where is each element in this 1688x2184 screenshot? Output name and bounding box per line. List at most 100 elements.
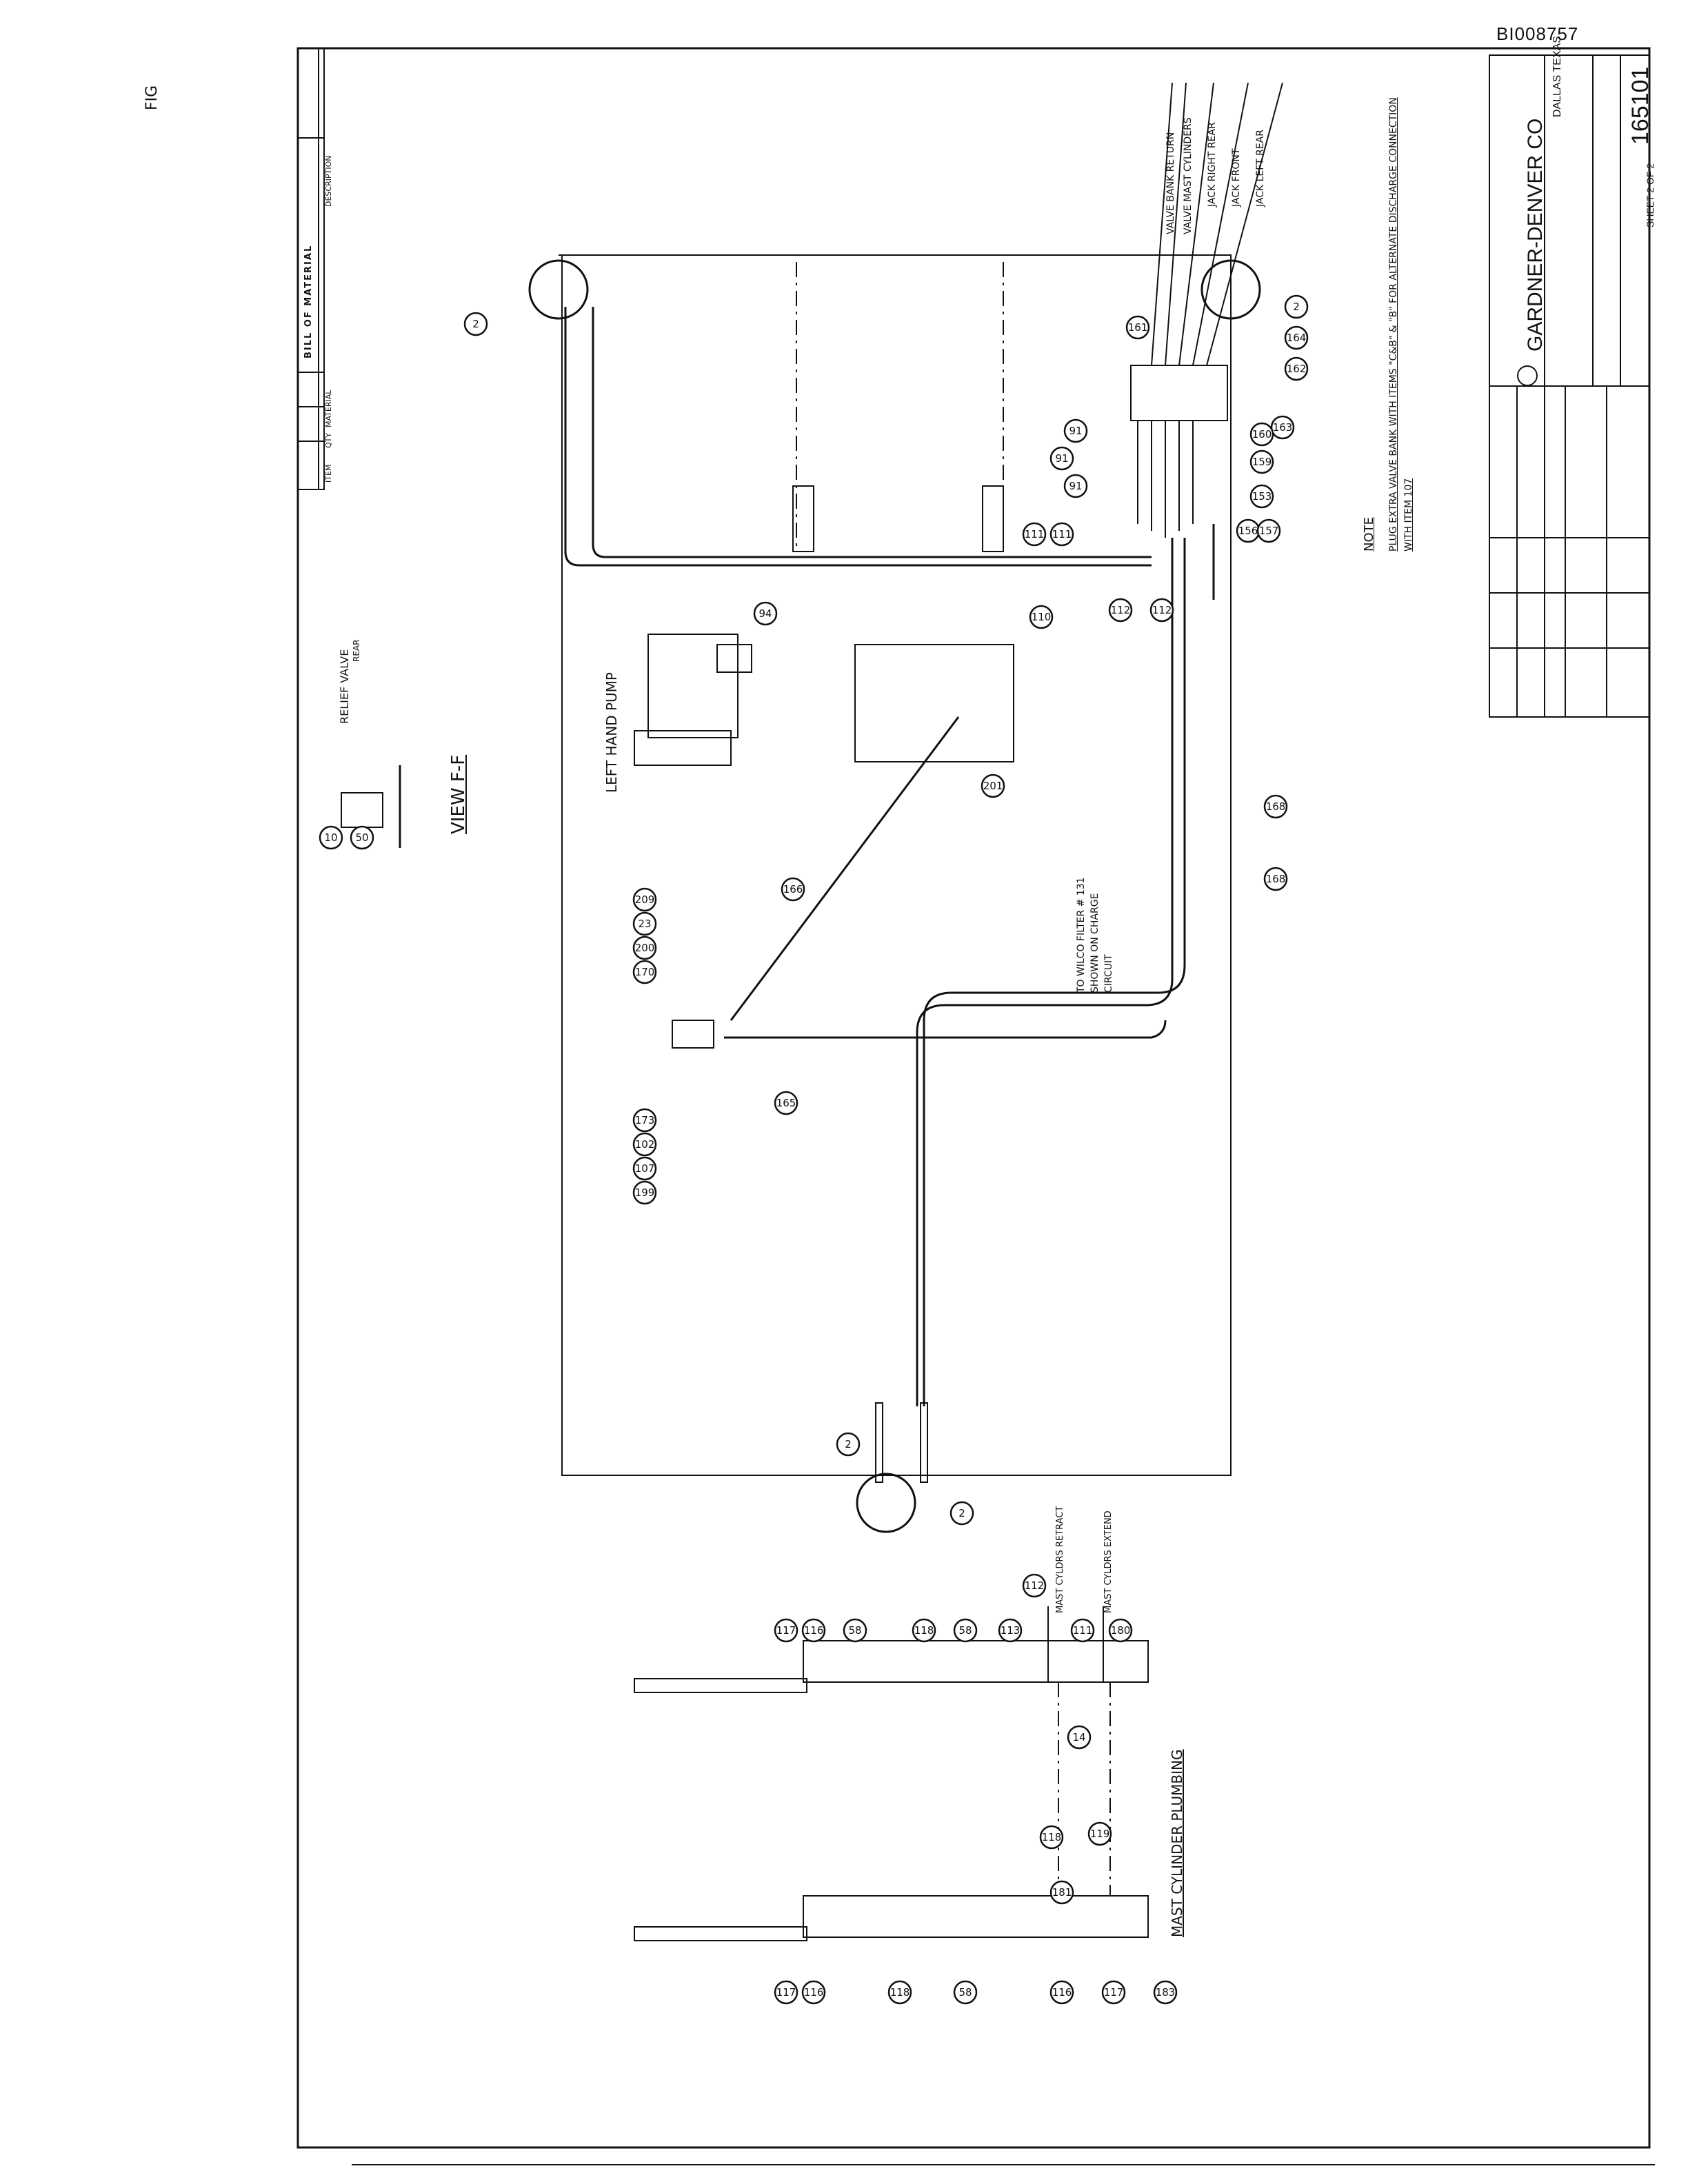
callout: 91 [1069,480,1082,492]
callout: 116 [1052,1986,1072,1999]
callout: 10 [324,831,337,844]
label-jack-front: JACK FRONT [1231,148,1242,207]
label-wilco-line2: SHOWN ON CHARGE [1089,893,1101,993]
main-frame [561,254,1232,1476]
callout: 102 [635,1138,655,1151]
callout: 164 [1287,332,1307,344]
tank-bottom [856,1473,916,1533]
callout: 183 [1156,1986,1176,1999]
callout: 112 [1152,604,1172,616]
callout: 116 [804,1624,824,1637]
label-wilco-line1: TO WILCO FILTER # 131 [1076,877,1087,993]
note-text: PLUG EXTRA VALVE BANK WITH ITEMS "C&B" &… [1388,97,1414,552]
callout: 168 [1266,800,1286,813]
tank-top-left [528,259,589,320]
callout: 173 [635,1114,655,1126]
label-jack-left-rear: JACK LEFT REAR [1255,130,1266,207]
callout: 209 [635,893,655,906]
callout: 119 [1090,1828,1110,1840]
callout: 2 [958,1507,965,1519]
callout: 58 [958,1986,972,1999]
company-city: DALLAS TEXAS [1551,36,1563,117]
callout: 112 [1111,604,1131,616]
callout: 58 [958,1624,972,1637]
callout: 163 [1273,421,1293,434]
label-valve-mast: VALVE MAST CYLINDERS [1183,117,1194,234]
callout: 162 [1287,363,1307,375]
callout: 23 [638,918,651,930]
callout: 116 [804,1986,824,1999]
drawing-number: 165101 [1627,66,1654,145]
bom-col-qty: QTY [324,432,333,448]
callout: 200 [635,942,655,954]
callout: 91 [1069,425,1082,437]
filter-box [854,644,1014,762]
callout: 94 [758,607,772,620]
callout: 107 [635,1162,655,1175]
mast-cylinder-lower [803,1895,1149,1938]
callout: 117 [1104,1986,1124,1999]
bom-col-item: ITEM [324,464,333,483]
bom-col-description: DESCRIPTION [324,155,333,207]
callout: 170 [635,966,655,978]
label-jack-right-rear: JACK RIGHT REAR [1207,122,1218,207]
label-view-ff: VIEW F-F [448,754,469,834]
callout: 153 [1252,490,1272,503]
callout: 161 [1128,321,1148,334]
bom-frame [297,48,325,490]
mast-cylinder-upper [803,1640,1149,1683]
callout: 181 [1052,1886,1072,1899]
callout: 156 [1238,525,1258,537]
callout: 199 [635,1186,655,1199]
callout: 2 [1293,301,1300,313]
callout: 2 [845,1438,852,1450]
callout: 112 [1025,1579,1045,1592]
callout: 201 [983,780,1003,792]
tank-top-right [1200,259,1261,320]
note-heading: NOTE [1362,516,1376,552]
callout: 168 [1266,873,1286,885]
valve-assembly [672,1020,714,1049]
callout: 113 [1001,1624,1021,1637]
relief-valve [341,792,383,828]
callout: 157 [1259,525,1279,537]
drawing-border [297,47,1651,2149]
label-valve-bank-return: VALVE BANK RETURN [1165,132,1176,234]
callout: 111 [1052,528,1072,540]
callout: 160 [1252,428,1272,441]
document-id: BI008757 [1496,23,1579,44]
callout: 14 [1072,1731,1085,1743]
callout: 2 [472,318,479,330]
company-name: GARDNER-DENVER CO [1524,118,1547,352]
callout: 117 [776,1624,796,1637]
label-left-hand-pump: LEFT HAND PUMP [603,672,620,793]
label-relief-valve-sub: REAR [352,639,361,662]
label-mast-plumbing: MAST CYLINDER PLUMBING [1169,1749,1185,1937]
left-hand-pump [647,634,738,738]
callout: 117 [776,1986,796,1999]
callout: 50 [355,831,368,844]
callout: 110 [1032,611,1052,623]
callout: 166 [783,883,803,896]
callout: 118 [914,1624,934,1637]
label-wilco-line3: CIRCUIT [1103,954,1114,993]
callout: 165 [776,1097,796,1109]
bom-col-material: MATERIAL [324,390,333,427]
corner-mark: FIG [143,85,161,110]
callout: 159 [1252,456,1272,468]
callout: 111 [1073,1624,1093,1637]
label-relief-valve: RELIEF VALVE [338,649,351,724]
label-mast-extend: MAST CYLDRS EXTEND [1103,1510,1114,1613]
callout: 118 [890,1986,910,1999]
callout-group: 2 2 2 2 161 164 162 163 160 159 153 156 … [319,294,1309,2005]
callout: 180 [1111,1624,1131,1637]
callout: 111 [1025,528,1045,540]
label-mast-retract: MAST CYLDRS RETRACT [1055,1506,1065,1613]
callout: 91 [1055,452,1068,465]
callout: 118 [1042,1831,1062,1843]
sheet-number: SHEET 2 OF 2 [1645,163,1656,228]
callout: 58 [848,1624,861,1637]
valve-bank [1130,365,1228,421]
bom-title: BILL OF MATERIAL [303,244,314,358]
